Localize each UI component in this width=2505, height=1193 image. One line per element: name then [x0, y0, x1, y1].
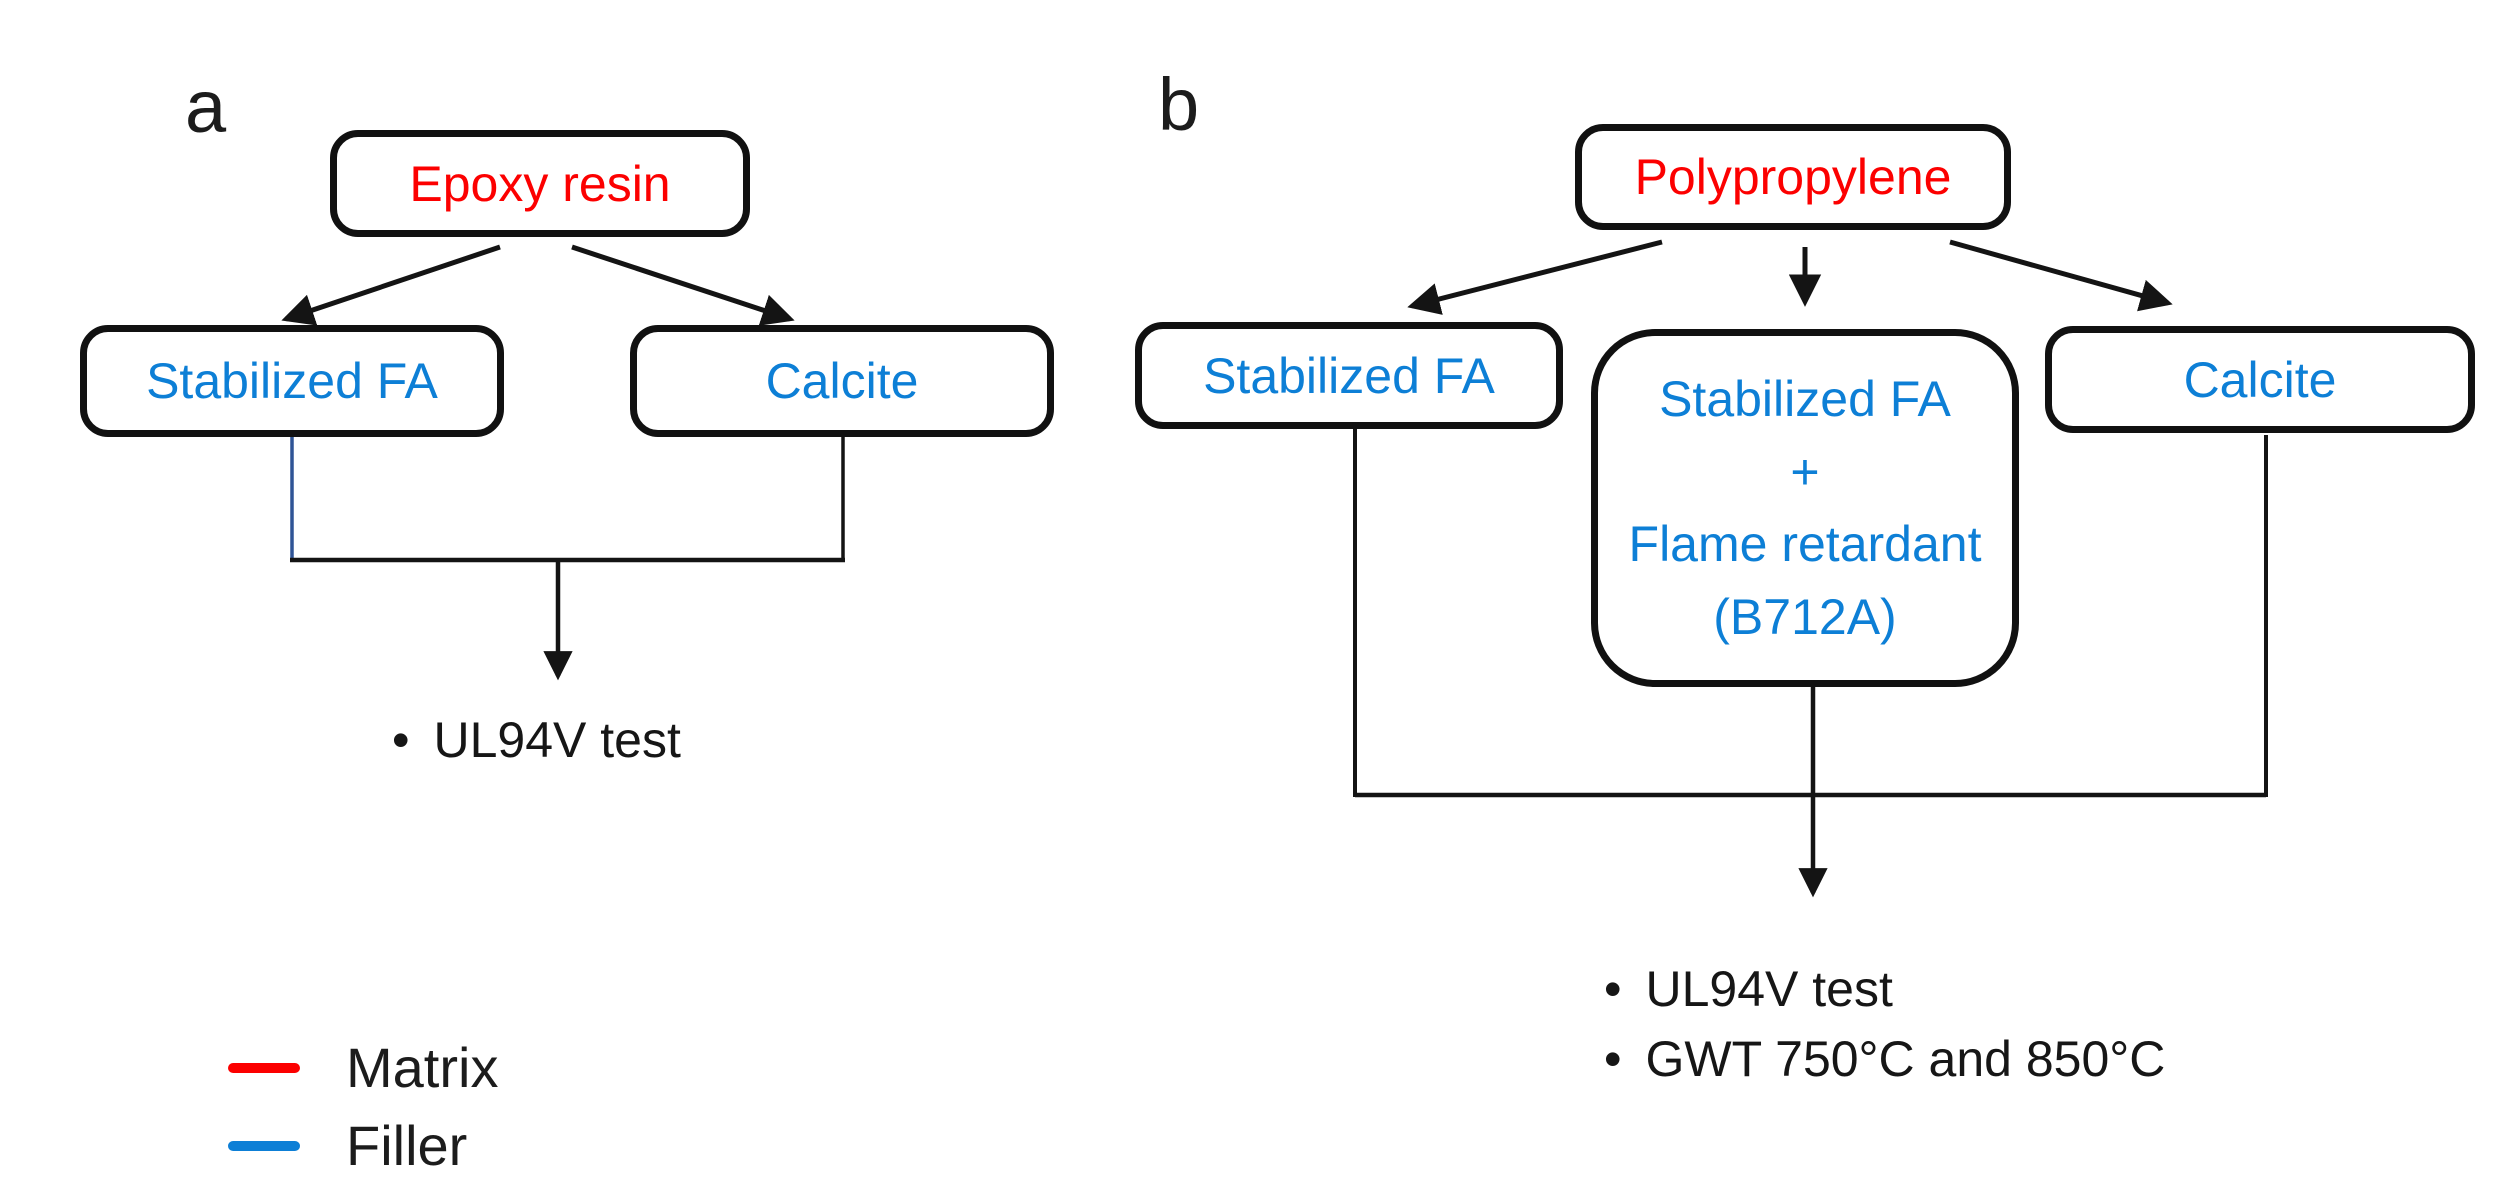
stabilized-fa-flame-retardant-box: Stabilized FA + Flame retardant (B712A) — [1591, 329, 2019, 687]
list-item: • UL94V test — [392, 712, 681, 768]
bullet-icon: • — [1604, 1031, 1622, 1087]
stabilized-fa-box-a: Stabilized FA — [80, 325, 504, 437]
epoxy-resin-box-label: Epoxy resin — [409, 155, 671, 212]
list-item: • UL94V test — [1604, 954, 2165, 1024]
calcite-box-a-label: Calcite — [765, 353, 919, 409]
epoxy-resin-box: Epoxy resin — [330, 130, 750, 237]
panel-a-bullet-text: UL94V test — [433, 712, 681, 768]
stabilized-fa-box-b-label: Stabilized FA — [1203, 347, 1495, 404]
panel-a-bullet-list: • UL94V test — [392, 712, 681, 768]
panel-b-label: b — [1158, 63, 1200, 146]
calcite-box-a: Calcite — [630, 325, 1054, 437]
polypropylene-box: Polypropylene — [1575, 124, 2011, 230]
panel-b-arrows — [1353, 239, 2268, 898]
bullet-icon: • — [1604, 961, 1622, 1017]
mix-box-line-1: Stabilized FA — [1659, 371, 1951, 427]
legend-item-matrix: Matrix — [228, 1036, 499, 1099]
panel-b-bullet-list: • UL94V test • GWT 750°C and 850°C — [1604, 954, 2165, 1094]
mix-box-line-2: + — [1790, 443, 1820, 500]
legend-label-filler: Filler — [346, 1114, 468, 1177]
mix-box-line-3: Flame retardant — [1628, 516, 1982, 572]
panel-a-arrows — [281, 244, 845, 681]
stabilized-fa-box-a-label: Stabilized FA — [146, 353, 438, 409]
legend-item-filler: Filler — [228, 1114, 498, 1177]
list-item: • GWT 750°C and 850°C — [1604, 1024, 2165, 1094]
panel-b-bullet-text-2: GWT 750°C and 850°C — [1645, 1031, 2166, 1087]
polypropylene-box-label: Polypropylene — [1634, 149, 1952, 205]
calcite-box-b-label: Calcite — [2183, 351, 2337, 408]
bullet-icon: • — [392, 712, 410, 768]
stabilized-fa-box-b: Stabilized FA — [1135, 322, 1563, 429]
legend: Matrix Filler — [228, 1036, 499, 1177]
filler-color-swatch — [228, 1141, 300, 1151]
legend-label-matrix: Matrix — [346, 1036, 499, 1099]
matrix-color-swatch — [228, 1063, 300, 1073]
panel-b-bullet-text-1: UL94V test — [1645, 961, 1893, 1017]
calcite-box-b: Calcite — [2045, 326, 2475, 433]
mix-box-line-4: (B712A) — [1713, 588, 1897, 645]
panel-a-label: a — [185, 65, 227, 148]
